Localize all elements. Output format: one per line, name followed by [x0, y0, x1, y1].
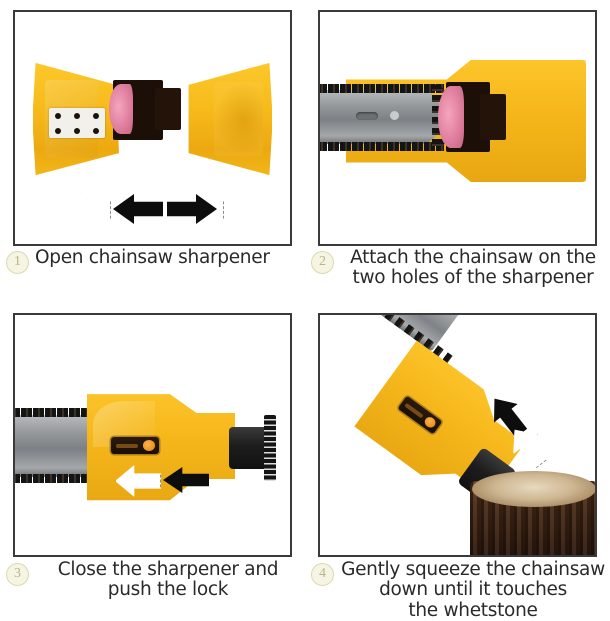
panel-image-2	[318, 10, 597, 246]
chainsaw-guide-bar	[320, 90, 442, 144]
hole-dot	[55, 127, 62, 134]
step-number-1: 1	[6, 251, 29, 274]
caption-text-4: Gently squeeze the chainsaw down until i…	[340, 559, 606, 621]
caption-2: 2 Attach the chainsaw on the two holes o…	[305, 247, 606, 289]
hole-dot	[92, 112, 99, 119]
caption-line: Close the sharpener and	[57, 559, 279, 580]
hole-dot	[55, 112, 62, 119]
lock-knob[interactable]	[142, 440, 156, 451]
hole-dot	[73, 127, 80, 134]
lock-slot[interactable]	[111, 437, 159, 454]
arrow-open-left-solid	[113, 194, 163, 224]
chain-teeth-bottom	[320, 142, 444, 151]
whetstone-cap	[480, 94, 506, 140]
caption-1: 1 Open chainsaw sharpener	[0, 247, 301, 274]
bar-slot	[356, 112, 378, 120]
lock-bar	[404, 403, 424, 419]
hole-dot	[73, 112, 80, 119]
caption-line: Attach the chainsaw on the	[350, 247, 596, 268]
comb-edge	[264, 415, 276, 481]
bar-hole	[390, 111, 399, 120]
caption-line: Gently squeeze the chainsaw	[341, 559, 605, 580]
whetstone-cap	[155, 88, 181, 130]
caption-text-2: Attach the chainsaw on the two holes of …	[340, 247, 606, 289]
caption-line: Open chainsaw sharpener	[35, 247, 270, 268]
lock-bar	[115, 443, 138, 448]
sharpener-right-wing	[188, 62, 272, 176]
illustration-open-sharpener	[15, 12, 290, 244]
illustration-attach-chainsaw	[320, 12, 595, 244]
step-number-3: 3	[6, 563, 29, 586]
caption-line: push the lock	[107, 579, 229, 601]
chain-teeth-bottom	[15, 474, 101, 483]
whetstone-disc	[438, 86, 464, 148]
panel-cell-4: 4 Gently squeeze the chainsaw down until…	[305, 305, 610, 621]
chainsaw-guide-bar	[15, 415, 101, 477]
stump-top-surface	[472, 471, 595, 507]
caption-line: down until it touches	[379, 579, 567, 601]
whetstone-disc	[109, 84, 133, 134]
watermark-text	[416, 188, 427, 228]
arrow-open-right-outline	[223, 192, 273, 228]
panel-image-3	[13, 313, 292, 557]
illustration-close-and-lock	[15, 315, 290, 555]
step-number-4: 4	[311, 563, 334, 586]
step-number-2: 2	[311, 251, 334, 274]
panel-image-4	[318, 313, 597, 557]
mounting-holes-label	[49, 108, 105, 138]
caption-line: the whetstone	[408, 599, 538, 621]
caption-line: two holes of the sharpener	[352, 267, 594, 289]
panel-cell-1: 1 Open chainsaw sharpener	[0, 0, 305, 305]
hole-dot	[92, 127, 99, 134]
panel-cell-2: 2 Attach the chainsaw on the two holes o…	[305, 0, 610, 305]
chain-teeth-top	[320, 84, 444, 93]
caption-text-3: Close the sharpener and push the lock	[35, 559, 301, 601]
arrow-open-right-solid	[167, 194, 217, 224]
chain-teeth-top	[15, 408, 101, 417]
caption-4: 4 Gently squeeze the chainsaw down until…	[305, 559, 606, 621]
panel-image-1	[13, 10, 292, 246]
panel-cell-3: 3 Close the sharpener and push the lock	[0, 305, 305, 610]
arrow-open-left-outline	[61, 192, 111, 228]
lock-knob[interactable]	[422, 414, 438, 430]
illustration-squeeze-onto-stump	[320, 315, 595, 555]
caption-3: 3 Close the sharpener and push the lock	[0, 559, 301, 601]
caption-text-1: Open chainsaw sharpener	[35, 247, 301, 268]
